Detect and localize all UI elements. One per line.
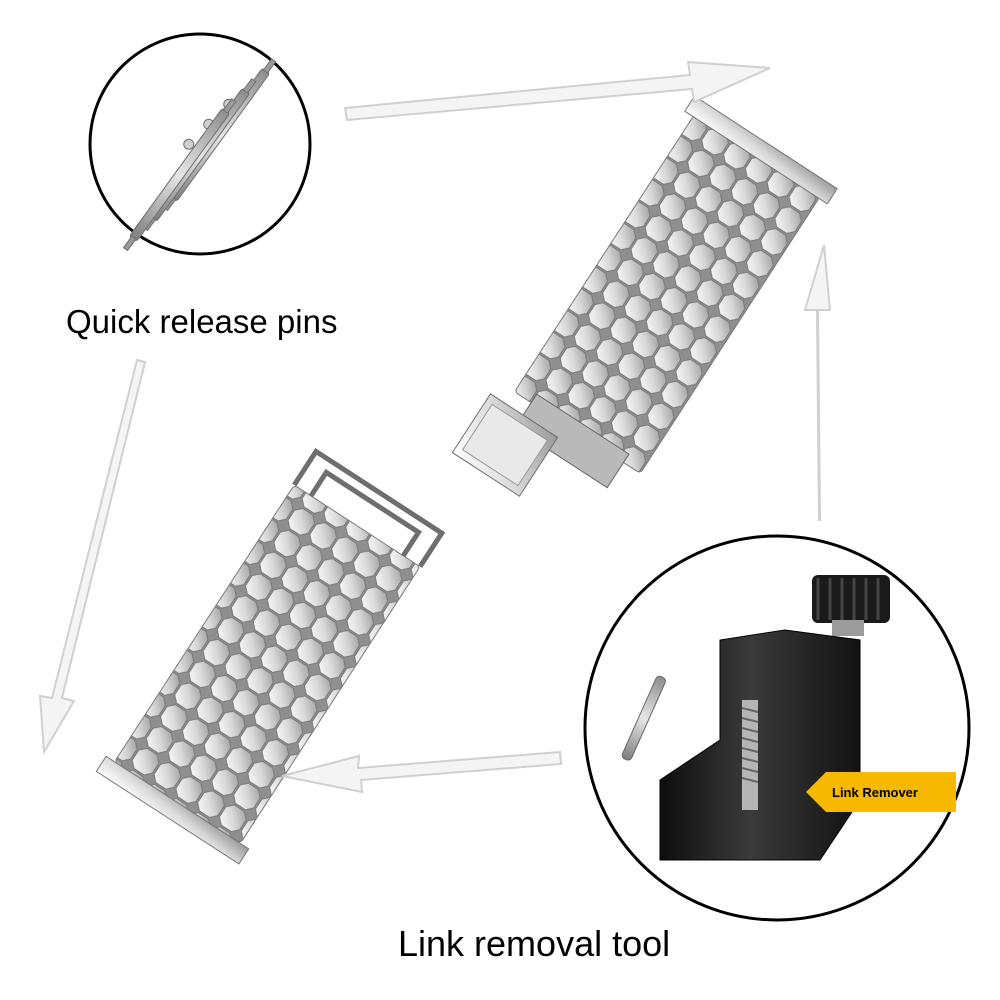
lower-band [95, 447, 446, 865]
upper-band [514, 95, 838, 489]
clasp [451, 393, 559, 497]
link-remover-label: Link Remover [832, 785, 918, 800]
pins-inset [88, 32, 312, 256]
spring-bar-pin-icon [122, 58, 277, 252]
tool-inset [583, 534, 971, 922]
tool-caption: Link removal tool [398, 923, 671, 964]
link-remover-tag [806, 772, 956, 812]
outline-arrow-icon [38, 60, 832, 794]
link-removal-tool-icon [621, 575, 890, 861]
pins-caption: Quick release pins [66, 303, 338, 340]
